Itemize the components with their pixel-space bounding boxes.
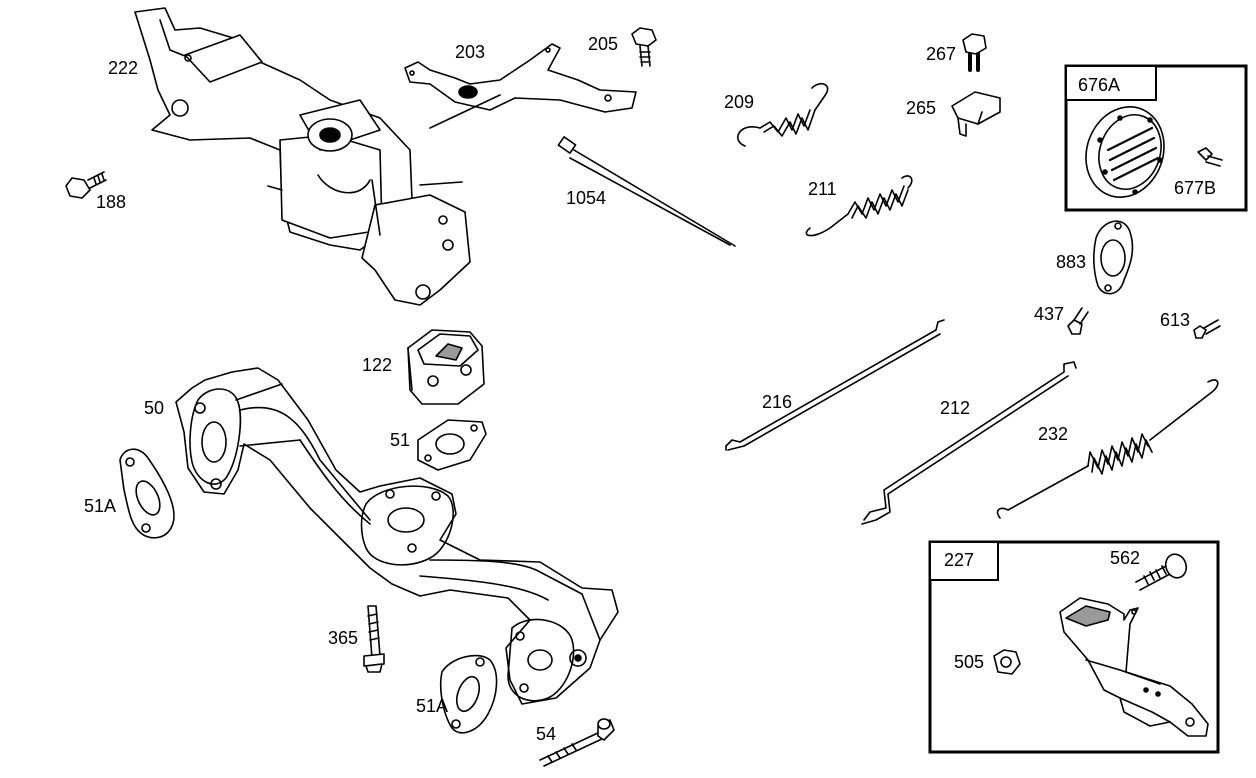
part-50-intake-manifold [175, 367, 619, 705]
label-677B: 677B [1174, 178, 1216, 198]
label-676A: 676A [1078, 75, 1120, 95]
label-212: 212 [940, 398, 970, 418]
label-51A-lower: 51A [416, 696, 448, 716]
part-227-bracket [1059, 597, 1209, 737]
part-365-stud [363, 605, 385, 673]
part-265-clip [951, 91, 1001, 137]
label-437: 437 [1034, 304, 1064, 324]
label-216: 216 [762, 392, 792, 412]
part-216-link-rod [725, 319, 945, 451]
label-883: 883 [1056, 252, 1086, 272]
box-227 [928, 540, 1220, 754]
label-232: 232 [1038, 424, 1068, 444]
part-1054-cable-tie [557, 136, 736, 247]
label-505: 505 [954, 652, 984, 672]
label-205: 205 [588, 34, 618, 54]
part-51A-gasket-lower [439, 654, 498, 734]
part-122-spacer [407, 329, 485, 405]
label-222: 222 [108, 58, 138, 78]
label-613: 613 [1160, 310, 1190, 330]
part-209-spring [737, 82, 829, 147]
part-212-governor-link [861, 361, 1077, 525]
label-203: 203 [455, 42, 485, 62]
part-51A-gasket-upper [119, 448, 175, 539]
part-267-screw [962, 33, 987, 72]
part-54-bolt [539, 718, 615, 767]
label-51: 51 [390, 430, 410, 450]
part-205-screw [631, 27, 657, 67]
part-676A-air-intake-cover [1085, 106, 1165, 198]
part-222-control-bracket [134, 7, 471, 306]
part-232-governor-spring [996, 379, 1219, 519]
part-677B-screw [1197, 147, 1223, 167]
label-188: 188 [96, 192, 126, 212]
part-883-gasket [1093, 220, 1134, 295]
part-188-bolt [65, 171, 107, 199]
part-211-spring [805, 175, 913, 237]
part-505-nut [993, 649, 1021, 675]
part-562-bolt [1135, 553, 1188, 591]
label-265: 265 [906, 98, 936, 118]
label-562: 562 [1110, 548, 1140, 568]
part-437-screw [1067, 307, 1089, 335]
box-676A [1064, 64, 1248, 212]
part-51-gasket [417, 419, 487, 471]
label-365: 365 [328, 628, 358, 648]
label-51A-upper: 51A [84, 496, 116, 516]
label-267: 267 [926, 44, 956, 64]
part-613-screw [1193, 319, 1221, 339]
label-122: 122 [362, 355, 392, 375]
label-227: 227 [944, 550, 974, 570]
label-1054: 1054 [566, 188, 606, 208]
label-209: 209 [724, 92, 754, 112]
label-211: 211 [808, 179, 837, 199]
part-203-lever-bracket [404, 43, 637, 129]
label-54: 54 [536, 724, 556, 744]
label-50: 50 [144, 398, 164, 418]
